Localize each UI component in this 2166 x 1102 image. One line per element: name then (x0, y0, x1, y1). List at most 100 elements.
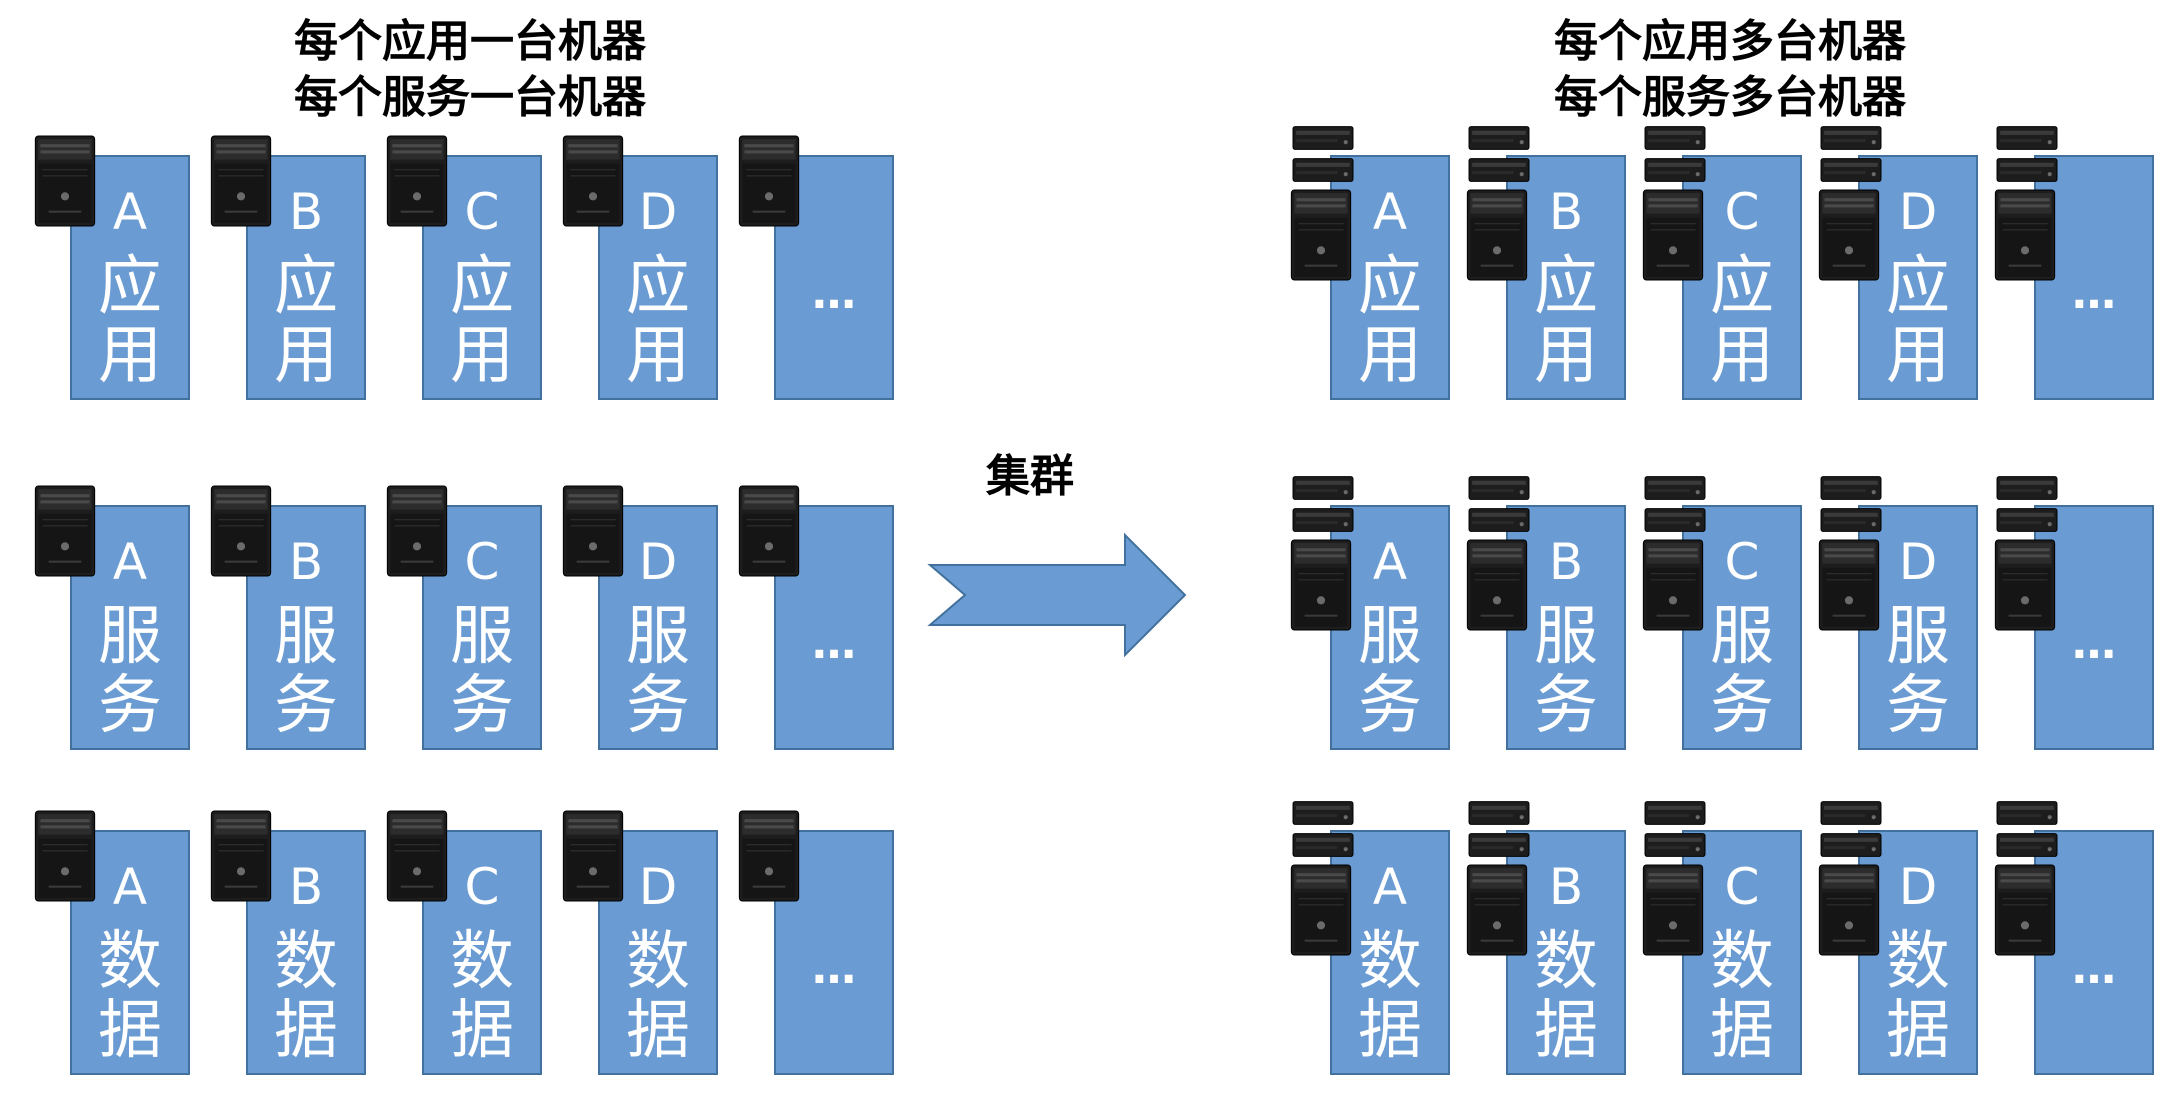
block-char-2: 用 (1358, 319, 1422, 393)
tower-server-icon (560, 810, 626, 906)
tower-server-icon (736, 485, 802, 581)
block-char-2: 务 (98, 669, 162, 743)
block-letter: B (1548, 533, 1584, 591)
block-char-2: 据 (98, 994, 162, 1068)
block-letter: C (1724, 533, 1760, 591)
block-letter: A (1372, 858, 1408, 916)
block-char-1: 应 (450, 250, 514, 324)
block-char-1: 服 (1358, 600, 1422, 674)
block-char-2: 用 (274, 319, 338, 393)
block-char-1: 服 (274, 600, 338, 674)
block-char-1: 数 (98, 925, 162, 999)
left-title: 每个应用一台机器 每个服务一台机器 (120, 14, 820, 126)
block-letter: C (1724, 858, 1760, 916)
block-char-1: 应 (1358, 250, 1422, 324)
block-char-2: 用 (98, 319, 162, 393)
block-char-1: 应 (274, 250, 338, 324)
ellipsis-label: … (812, 943, 856, 994)
block-char-1: 数 (1886, 925, 1950, 999)
block-char-2: 据 (1534, 994, 1598, 1068)
block-char-2: 据 (1886, 994, 1950, 1068)
block-char-2: 务 (1534, 669, 1598, 743)
block-char-1: 服 (1886, 600, 1950, 674)
tower-server-icon (384, 135, 450, 231)
block-char-1: 数 (274, 925, 338, 999)
block-char-1: 数 (1534, 925, 1598, 999)
block-letter: B (288, 858, 324, 916)
block-char-2: 用 (1886, 319, 1950, 393)
tower-server-icon (384, 810, 450, 906)
block-letter: D (1898, 858, 1938, 916)
block-letter: A (112, 533, 148, 591)
block-char-1: 服 (1534, 600, 1598, 674)
block-letter: A (112, 183, 148, 241)
block-char-1: 服 (450, 600, 514, 674)
left-title-line1: 每个应用一台机器 (294, 16, 646, 67)
block-char-2: 据 (274, 994, 338, 1068)
block-letter: D (638, 533, 678, 591)
ellipsis-label: … (2072, 268, 2116, 319)
block-char-2: 用 (626, 319, 690, 393)
ellipsis-label: … (812, 268, 856, 319)
block-char-2: 务 (274, 669, 338, 743)
block-letter: B (1548, 183, 1584, 241)
right-title-line1: 每个应用多台机器 (1554, 16, 1906, 67)
block-char-2: 务 (1358, 669, 1422, 743)
block-letter: C (1724, 183, 1760, 241)
block-char-2: 用 (450, 319, 514, 393)
right-title-line2: 每个服务多台机器 (1554, 72, 1906, 123)
block-char-1: 数 (1710, 925, 1774, 999)
block-char-1: 应 (1534, 250, 1598, 324)
right-arrow-icon (927, 532, 1187, 658)
block-char-1: 数 (626, 925, 690, 999)
block-char-1: 应 (1886, 250, 1950, 324)
tower-server-icon (560, 135, 626, 231)
block-letter: C (464, 858, 500, 916)
tower-server-icon (736, 810, 802, 906)
left-block-row1-col5: … (774, 155, 894, 400)
block-char-2: 务 (1710, 669, 1774, 743)
block-letter: B (288, 183, 324, 241)
block-char-2: 务 (450, 669, 514, 743)
tower-server-icon (32, 810, 98, 906)
block-char-1: 服 (98, 600, 162, 674)
block-letter: D (638, 858, 678, 916)
block-char-2: 务 (1886, 669, 1950, 743)
ellipsis-label: … (2072, 618, 2116, 669)
block-letter: D (1898, 183, 1938, 241)
block-char-1: 应 (626, 250, 690, 324)
block-letter: A (1372, 533, 1408, 591)
block-letter: D (638, 183, 678, 241)
block-char-1: 数 (1358, 925, 1422, 999)
block-char-2: 务 (626, 669, 690, 743)
block-char-1: 应 (1710, 250, 1774, 324)
block-letter: C (464, 533, 500, 591)
tower-server-icon (208, 135, 274, 231)
block-char-1: 服 (1710, 600, 1774, 674)
tower-server-icon (208, 810, 274, 906)
block-letter: A (1372, 183, 1408, 241)
tower-server-icon (32, 485, 98, 581)
block-char-2: 据 (450, 994, 514, 1068)
tower-server-icon (208, 485, 274, 581)
block-char-2: 据 (626, 994, 690, 1068)
block-letter: B (288, 533, 324, 591)
block-char-2: 用 (1534, 319, 1598, 393)
block-letter: A (112, 858, 148, 916)
ellipsis-label: … (812, 618, 856, 669)
block-char-2: 据 (1710, 994, 1774, 1068)
block-char-2: 用 (1710, 319, 1774, 393)
block-letter: C (464, 183, 500, 241)
tower-server-icon (32, 135, 98, 231)
block-char-1: 数 (450, 925, 514, 999)
block-char-2: 据 (1358, 994, 1422, 1068)
